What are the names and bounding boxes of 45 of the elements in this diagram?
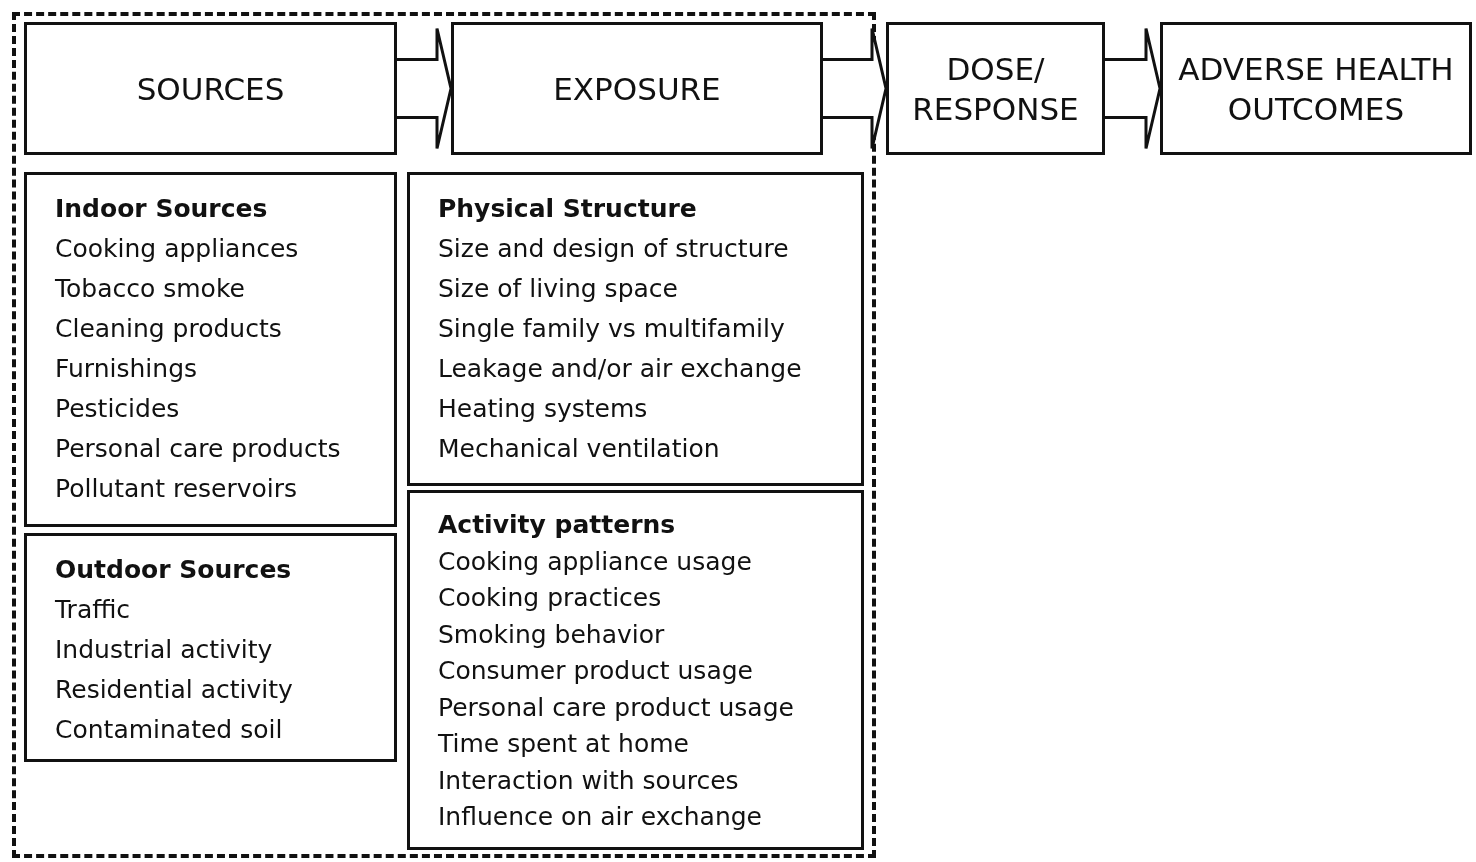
list-heading: Physical Structure bbox=[438, 193, 697, 225]
list-item: Tobacco smoke bbox=[55, 273, 245, 305]
list-item: Personal care product usage bbox=[438, 691, 794, 724]
list-item: Interaction with sources bbox=[438, 764, 739, 797]
list-item: Mechanical ventilation bbox=[438, 433, 720, 465]
list-item: Consumer product usage bbox=[438, 655, 753, 687]
stage-box bbox=[451, 22, 823, 155]
block-arrow bbox=[395, 27, 453, 150]
stage-label: SOURCES bbox=[135, 69, 286, 109]
list-item: Cooking appliance usage bbox=[438, 545, 752, 578]
list-item: Traffic bbox=[55, 594, 131, 626]
list-item: Cleaning products bbox=[55, 313, 282, 345]
list-heading: Indoor Sources bbox=[55, 193, 268, 225]
list-item: Leakage and/or air exchange bbox=[438, 353, 802, 385]
list-item: Personal care products bbox=[55, 433, 341, 465]
factor-list-box bbox=[24, 172, 397, 527]
block-arrow bbox=[1103, 27, 1162, 150]
stage-label: ADVERSE HEALTH OUTCOMES bbox=[1177, 49, 1455, 129]
list-item: Pesticides bbox=[55, 393, 180, 425]
dashed-boundary bbox=[12, 12, 876, 858]
list-item: Furnishings bbox=[55, 353, 198, 385]
stage-box bbox=[886, 22, 1105, 155]
list-item: Single family vs multifamily bbox=[438, 313, 785, 345]
list-item: Influence on air exchange bbox=[438, 801, 762, 833]
list-heading: Outdoor Sources bbox=[55, 554, 292, 586]
factor-list-box bbox=[407, 172, 864, 486]
list-item: Size and design of structure bbox=[438, 233, 789, 265]
list-item: Cooking practices bbox=[438, 582, 662, 614]
list-heading: Activity patterns bbox=[438, 509, 676, 541]
factor-list-box bbox=[24, 533, 397, 762]
stage-label: DOSE/ RESPONSE bbox=[911, 49, 1080, 129]
list-item: Pollutant reservoirs bbox=[55, 473, 298, 505]
stage-box bbox=[24, 22, 397, 155]
list-item: Time spent at home bbox=[438, 728, 689, 760]
list-item: Residential activity bbox=[55, 674, 293, 706]
list-item: Size of living space bbox=[438, 273, 678, 305]
stage-box bbox=[1160, 22, 1472, 155]
factor-list-box bbox=[407, 490, 864, 850]
stage-label: EXPOSURE bbox=[552, 69, 722, 109]
list-item: Smoking behavior bbox=[438, 618, 665, 651]
list-item: Industrial activity bbox=[55, 634, 273, 666]
list-item: Heating systems bbox=[438, 393, 648, 425]
list-item: Contaminated soil bbox=[55, 714, 283, 746]
list-item: Cooking appliances bbox=[55, 233, 299, 265]
block-arrow bbox=[821, 27, 888, 150]
